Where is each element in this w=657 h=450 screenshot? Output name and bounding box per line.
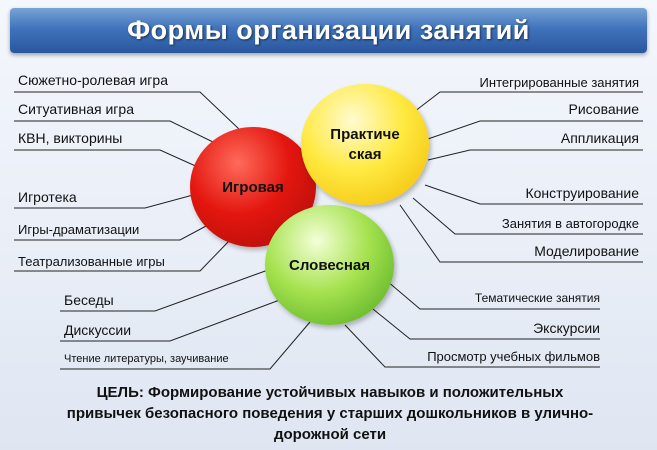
left-item-8: Дискуссии (64, 322, 132, 338)
circle-verbal-label: Словесная (289, 256, 370, 274)
right-item-5: Занятия в автогородке (501, 216, 639, 231)
right-item-9: Просмотр учебных фильмов (427, 349, 600, 364)
connector-right-8 (367, 304, 600, 340)
connector-left-1 (14, 91, 241, 131)
circle-verbal: Словесная (265, 205, 394, 325)
connector-left-7 (60, 269, 269, 312)
right-item-3: Аппликация (560, 130, 639, 146)
right-item-8: Экскурсии (533, 320, 600, 336)
circle-practical-label-2: ская (348, 145, 382, 163)
connector-right-4 (424, 184, 643, 205)
right-item-2: Рисование (568, 101, 639, 117)
connector-left-8 (60, 297, 286, 342)
right-item-7: Тематические занятия (474, 291, 600, 305)
connector-left-3 (14, 149, 201, 169)
left-item-6: Театрализованные игры (18, 254, 165, 269)
page-title: Формы организации занятий (10, 8, 647, 53)
left-item-1: Сюжетно-ролевая игра (18, 72, 168, 88)
left-item-3: КВН, викторины (18, 130, 123, 146)
connector-right-3 (427, 149, 643, 161)
connector-right-1 (409, 91, 643, 116)
connector-right-7 (379, 274, 600, 310)
right-item-4: Конструирование (525, 185, 639, 201)
connector-left-2 (14, 120, 216, 144)
connector-right-6 (399, 204, 643, 263)
connector-left-4 (14, 194, 194, 209)
right-item-1: Интегрированные занятия (479, 75, 639, 90)
circle-practical: Практиче ская (301, 84, 429, 205)
left-item-4: Игротека (18, 189, 77, 205)
connector-right-9 (344, 324, 600, 368)
connector-left-6 (14, 239, 231, 272)
goal-statement: ЦЕЛЬ: Формирование устойчивых навыков и … (66, 384, 594, 443)
right-item-6: Моделирование (534, 243, 639, 259)
connector-left-5 (14, 224, 209, 241)
left-item-7: Беседы (64, 292, 114, 308)
circle-practical-label-1: Практиче (330, 125, 400, 143)
left-item-9: Чтение литературы, заучивание (64, 353, 229, 365)
connector-right-2 (424, 120, 643, 141)
left-item-5: Игры-драматизации (18, 222, 140, 237)
circle-game-label: Игровая (222, 178, 284, 196)
connector-right-5 (412, 197, 643, 235)
left-item-2: Ситуативная игра (18, 101, 134, 117)
connector-left-9 (60, 321, 311, 370)
